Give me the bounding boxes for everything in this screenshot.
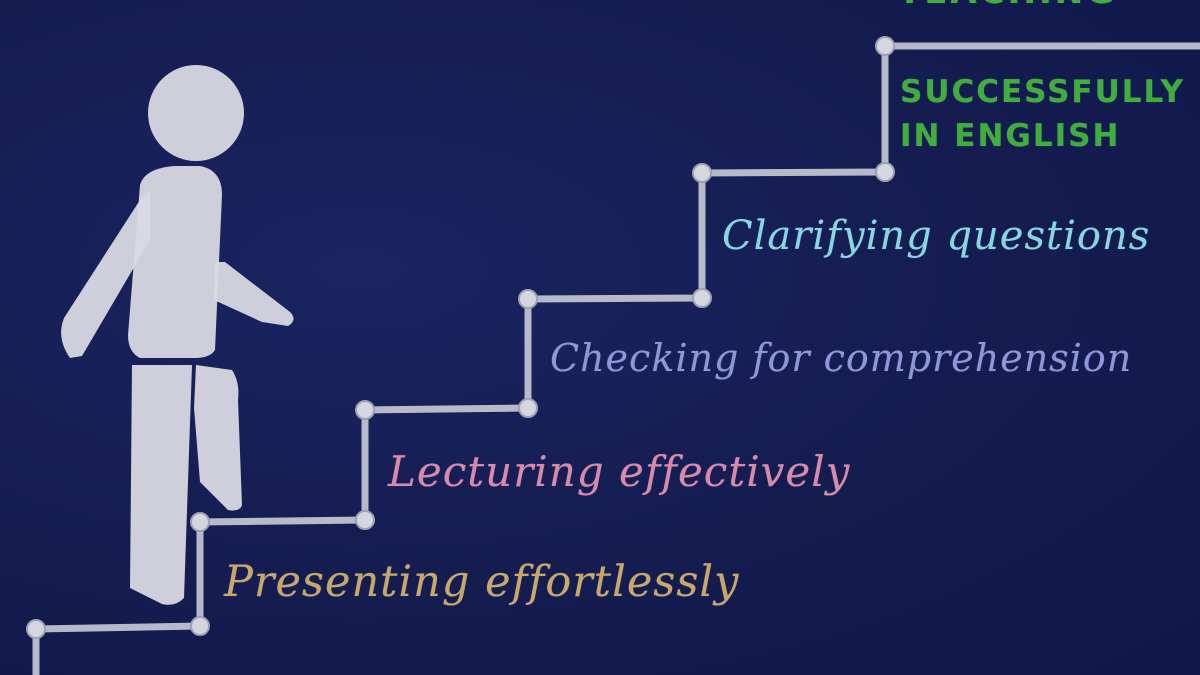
title-top-word: TEACHING xyxy=(898,0,1117,12)
climbing-person-icon xyxy=(61,65,294,605)
stair-node xyxy=(692,163,712,183)
stair-node xyxy=(875,36,895,56)
stair-node xyxy=(190,616,210,636)
stair-node xyxy=(26,619,46,639)
stair-node xyxy=(518,398,538,418)
title-line-2: IN ENGLISH xyxy=(900,118,1121,154)
stair-node xyxy=(518,289,538,309)
step-label-checking: Checking for comprehension xyxy=(550,336,1133,380)
stair-node xyxy=(355,510,375,530)
step-label-lecturing: Lecturing effectively xyxy=(388,447,851,496)
title-line-1: SUCCESSFULLY xyxy=(900,74,1185,110)
stair-node xyxy=(355,400,375,420)
stair-node xyxy=(875,162,895,182)
step-label-clarifying: Clarifying questions xyxy=(722,213,1151,259)
step-label-presenting: Presenting effortlessly xyxy=(224,557,740,607)
stair-node xyxy=(190,512,210,532)
stair-node xyxy=(692,288,712,308)
